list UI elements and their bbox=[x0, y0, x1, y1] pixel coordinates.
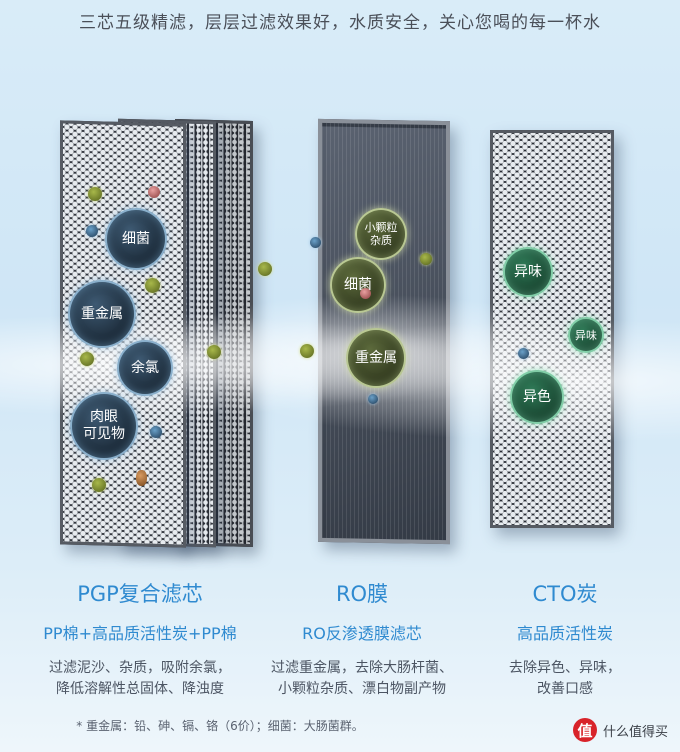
filter-column-ro: RO膜 RO反渗透膜滤芯 过滤重金属，去除大肠杆菌、 小颗粒杂质、漂白物副产物 bbox=[262, 578, 462, 700]
filter-description: 过滤泥沙、杂质，吸附余氯， 降低溶解性总固体、降浊度 bbox=[20, 658, 260, 700]
speck bbox=[88, 187, 102, 201]
bubble-ro-heavy-metal: 重金属 bbox=[346, 328, 406, 388]
bubble-odor: 异味 bbox=[503, 247, 553, 297]
speck bbox=[360, 288, 371, 299]
filter-description: 去除异色、异味， 改善口感 bbox=[470, 658, 660, 700]
bubble-heavy-metal: 重金属 bbox=[68, 280, 136, 348]
speck bbox=[86, 225, 98, 237]
filter-description-line: 小颗粒杂质、漂白物副产物 bbox=[278, 681, 446, 697]
speck bbox=[207, 345, 221, 359]
speck bbox=[518, 348, 529, 359]
filter-description: 过滤重金属，去除大肠杆菌、 小颗粒杂质、漂白物副产物 bbox=[262, 658, 462, 700]
filter-description-line: 去除异色、异味， bbox=[509, 660, 621, 676]
filter-title: PGP复合滤芯 bbox=[77, 582, 203, 606]
speck bbox=[310, 237, 321, 248]
speck bbox=[300, 344, 314, 358]
filter-subtitle: RO反渗透膜滤芯 bbox=[302, 624, 422, 643]
bubble-visible-particles: 肉眼 可见物 bbox=[70, 392, 138, 460]
speck bbox=[258, 262, 272, 276]
speck bbox=[368, 394, 378, 404]
speck bbox=[420, 253, 432, 265]
speck bbox=[145, 278, 160, 293]
filter-illustration: 细菌 重金属 余氯 肉眼 可见物 小颗粒 杂质 细菌 重金属 异味 异味 异色 bbox=[0, 100, 680, 560]
speck bbox=[92, 478, 106, 492]
bubble-residual-chlorine: 余氯 bbox=[117, 340, 173, 396]
watermark: 值 什么值得买 bbox=[572, 718, 668, 742]
headline: 三芯五级精滤，层层过滤效果好，水质安全，关心您喝的每一杯水 bbox=[79, 13, 601, 33]
filter-title: CTO炭 bbox=[532, 582, 598, 606]
bubble-ro-bacteria: 细菌 bbox=[330, 257, 386, 313]
speck bbox=[136, 470, 147, 486]
filter-title: RO膜 bbox=[335, 582, 389, 606]
watermark-logo-icon: 值 bbox=[572, 718, 597, 742]
speck bbox=[148, 186, 160, 198]
speck bbox=[150, 426, 162, 438]
bubble-odor-small: 异味 bbox=[568, 317, 604, 353]
filter-subtitle: PP棉+高品质活性炭+PP棉 bbox=[43, 624, 237, 643]
filter-description-line: 降低溶解性总固体、降浊度 bbox=[56, 681, 224, 697]
bubble-discoloration: 异色 bbox=[510, 370, 564, 424]
filter-subtitle: 高品质活性炭 bbox=[516, 624, 613, 643]
bubble-small-particles: 小颗粒 杂质 bbox=[355, 208, 407, 260]
filter-description-line: 过滤重金属，去除大肠杆菌、 bbox=[271, 660, 453, 676]
footnote: * 重金属：铅、砷、镉、铬（6价）；细菌：大肠菌群。 bbox=[76, 719, 364, 733]
filter-column-cto: CTO炭 高品质活性炭 去除异色、异味， 改善口感 bbox=[470, 578, 660, 700]
filter-description-line: 改善口感 bbox=[537, 681, 593, 697]
watermark-text: 什么值得买 bbox=[602, 724, 668, 740]
speck bbox=[80, 352, 94, 366]
filter-column-pgp: PGP复合滤芯 PP棉+高品质活性炭+PP棉 过滤泥沙、杂质，吸附余氯， 降低溶… bbox=[20, 578, 260, 700]
bubble-bacteria: 细菌 bbox=[105, 208, 167, 270]
filter-description-line: 过滤泥沙、杂质，吸附余氯， bbox=[49, 660, 231, 676]
